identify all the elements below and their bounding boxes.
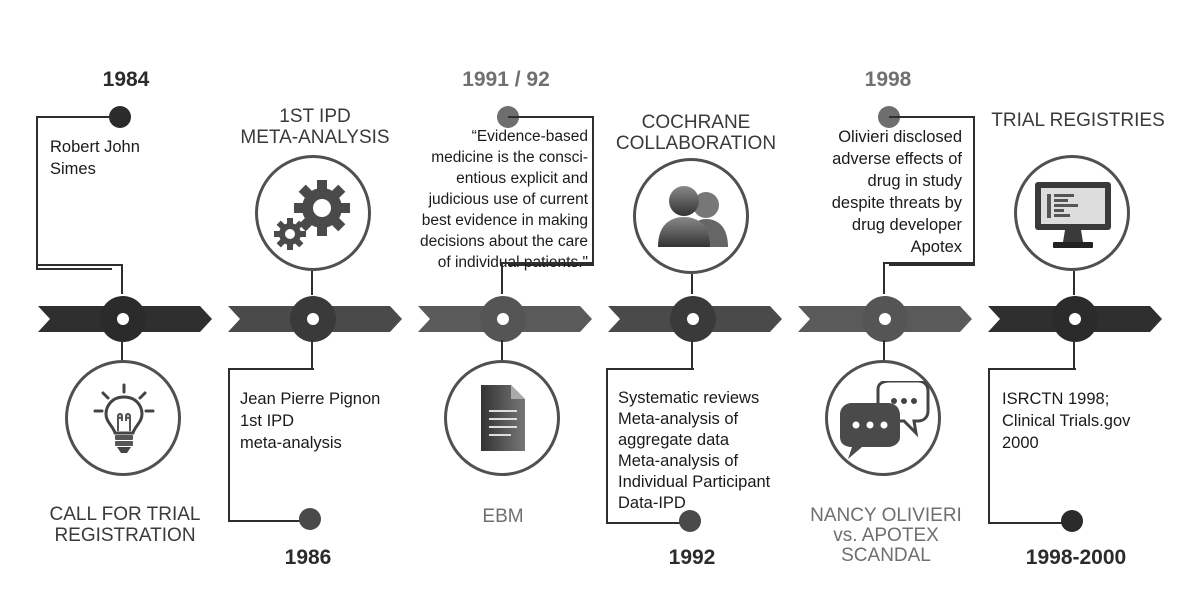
connector-1991-92-top (501, 262, 503, 294)
bracket-1998-2000 (988, 368, 1076, 524)
icon-circle-1984 (65, 360, 181, 476)
bracket-1998-bottom (883, 262, 975, 264)
icon-circle-1998-2000 (1014, 155, 1130, 271)
bracket-1984-bottom (36, 264, 122, 266)
icon-circle-1998 (825, 360, 941, 476)
bracket-1984 (36, 116, 112, 270)
event-text-1986: Jean Pierre Pignon 1st IPD meta-analysis (240, 390, 381, 452)
people-icon (656, 185, 732, 249)
event-text-1984: Robert John Simes (50, 138, 140, 178)
year-1998: 1998 (864, 68, 912, 91)
event-title-1984: CALL FOR TRIAL REGISTRATION (49, 504, 201, 546)
year-1998-2000: 1998-2000 (1025, 546, 1127, 569)
marker-dot-1998-2000 (1061, 510, 1083, 532)
marker-dot-1986 (299, 508, 321, 530)
year-1992: 1992 (668, 546, 716, 569)
icon-circle-1992 (633, 158, 749, 274)
icon-circle-1991-92 (444, 360, 560, 476)
connector-1998-2000-top (1073, 271, 1075, 295)
event-text-1992: Systematic reviews Meta-analysis of aggr… (618, 389, 771, 512)
bracket-1991-92 (508, 116, 594, 266)
icon-circle-1986 (255, 155, 371, 271)
event-title-1992: COCHRANE COLLABORATION (615, 112, 777, 154)
event-title-1998-2000: TRIAL REGISTRIES (991, 110, 1165, 131)
lightbulb-icon (91, 383, 157, 455)
connector-1998-top (883, 262, 885, 294)
timeline-node-1998[interactable] (862, 296, 908, 342)
timeline-node-1986[interactable] (290, 296, 336, 342)
connector-1992-bottom (691, 340, 693, 370)
event-text-1991-92: “Evidence-based medicine is the consci- … (419, 128, 588, 271)
document-icon (481, 385, 525, 451)
year-1991-92: 1991 / 92 (462, 68, 550, 91)
connector-1986-top (311, 271, 313, 295)
chat-bubbles-icon (838, 381, 930, 461)
marker-dot-1992 (679, 510, 701, 532)
bracket-1986 (228, 368, 314, 522)
bracket-1992 (606, 368, 694, 524)
connector-1991-92-bottom (501, 340, 503, 362)
timeline-node-1992[interactable] (670, 296, 716, 342)
marker-dot-1984 (109, 106, 131, 128)
timeline-node-1991-92[interactable] (480, 296, 526, 342)
connector-1986-bottom (311, 340, 313, 370)
year-1986: 1986 (284, 546, 332, 569)
timeline-node-1998-2000[interactable] (1052, 296, 1098, 342)
connector-1998-2000-bottom (1073, 340, 1075, 370)
year-1984: 1984 (102, 68, 150, 91)
event-text-1998: Olivieri disclosed adverse effects of dr… (831, 128, 962, 256)
bracket-1991-92-bottom (501, 262, 592, 264)
event-title-1998: NANCY OLIVIERI vs. APOTEX SCANDAL (810, 505, 962, 566)
event-title-1991-92: EBM (482, 506, 524, 527)
gears-icon (270, 176, 360, 256)
connector-1984-top (121, 264, 123, 294)
event-title-1986: 1ST IPD META-ANALYSIS (240, 106, 390, 148)
event-text-1998-2000: ISRCTN 1998; Clinical Trials.gov 2000 (1002, 390, 1131, 452)
timeline-node-1984[interactable] (100, 296, 146, 342)
bracket-1998 (889, 116, 975, 266)
connector-1984-bottom (121, 340, 123, 362)
monitor-icon (1035, 182, 1111, 250)
connector-1992-top (691, 274, 693, 294)
connector-1998-bottom (883, 340, 885, 362)
